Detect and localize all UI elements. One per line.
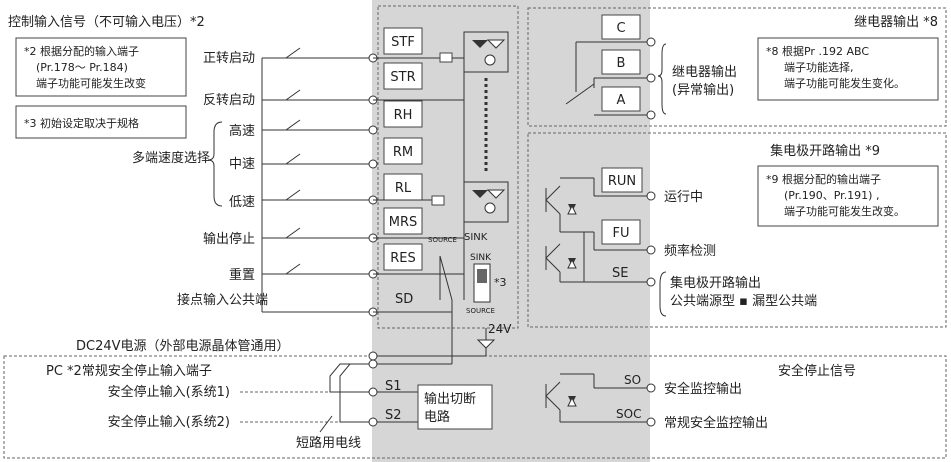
svg-text:RES: RES <box>390 251 416 266</box>
label-normal-monitor: 常规安全监控输出 <box>664 415 768 431</box>
label-mid: 中速 <box>229 157 255 172</box>
terminal-rh: RH <box>383 100 423 128</box>
svg-text:RUN: RUN <box>608 174 636 189</box>
svg-text:端子功能可能发生改变: 端子功能可能发生改变 <box>36 76 146 90</box>
terminal-sd: SD <box>395 292 413 307</box>
svg-text:RH: RH <box>394 108 413 123</box>
label-output-stop: 输出停止 <box>203 231 255 247</box>
sink-top-label: SINK <box>470 253 492 263</box>
dc24v-label: DC24V电源（外部电源晶体管通用） <box>76 339 290 354</box>
terminal-fu: FU <box>601 219 641 245</box>
svg-text:RL: RL <box>395 181 412 196</box>
control-input-title: 控制输入信号（不可输入电压）*2 <box>8 14 205 30</box>
svg-text:*8 根据Pr .192 ABC: *8 根据Pr .192 ABC <box>766 44 869 58</box>
terminal-a: A <box>601 86 641 112</box>
note-8: *8 根据Pr .192 ABC 端子功能选择, 端子功能可能发生变化。 <box>757 37 939 101</box>
relay-output-region <box>527 7 947 127</box>
svg-text:STF: STF <box>391 35 415 50</box>
note-9: *9 根据分配的输出端子 (Pr.190、Pr.191) , 端子功能可能发生改… <box>757 165 939 227</box>
safety-wiring <box>240 352 453 433</box>
terminal-s1: S1 <box>385 379 402 394</box>
input-circuit-region <box>377 5 519 329</box>
svg-text:端子功能可能发生改变。: 端子功能可能发生改变。 <box>784 204 905 218</box>
short-wire-label: 短路用电线 <box>296 435 361 451</box>
switch-note: *3 <box>494 276 507 289</box>
svg-text:(Pr.190、Pr.191) ,: (Pr.190、Pr.191) , <box>784 189 879 202</box>
svg-text:输出切断: 输出切断 <box>424 391 476 407</box>
svg-text:C: C <box>616 21 625 36</box>
terminal-mrs: MRS <box>383 207 423 235</box>
sink-label: SINK <box>464 232 488 243</box>
label-oc-2: 公共端源型 ▪ 漏型公共端 <box>670 293 817 309</box>
label-contact-common: 接点输入公共端 <box>177 292 268 308</box>
input-switch-wires <box>261 47 372 313</box>
svg-text:MRS: MRS <box>389 215 418 230</box>
svg-text:(Pr.178～ Pr.184): (Pr.178～ Pr.184) <box>36 61 128 74</box>
terminal-b: B <box>601 49 641 75</box>
source-label: SOURCE <box>428 236 457 244</box>
relay-label-2: (异常输出) <box>672 82 734 98</box>
terminal-stf: STF <box>383 27 423 55</box>
note-2: *2 根据分配的输入端子 (Pr.178～ Pr.184) 端子功能可能发生改变 <box>15 37 187 97</box>
svg-text:端子功能选择,: 端子功能选择, <box>784 60 854 74</box>
safety-signal-label: 安全停止信号 <box>778 363 856 379</box>
svg-text:STR: STR <box>390 70 415 85</box>
relay-label-1: 继电器输出 <box>672 64 737 80</box>
output-cutoff-circuit-box: 输出切断 电路 <box>417 384 493 430</box>
safety-monitor-transistor <box>545 373 656 427</box>
label-oc-1: 集电极开路输出 <box>670 275 761 291</box>
multi-speed-brace <box>207 121 223 207</box>
label-high: 高速 <box>229 123 255 139</box>
terminal-se: SE <box>612 266 628 281</box>
label-sys1: 安全停止输入(系统1) <box>108 384 230 400</box>
svg-text:电路: 电路 <box>424 409 450 425</box>
terminal-str: STR <box>383 62 423 90</box>
terminal-soc: SOC <box>616 407 641 421</box>
svg-text:端子功能可能发生变化。: 端子功能可能发生变化。 <box>784 76 905 90</box>
terminal-so: SO <box>624 373 641 387</box>
label-running: 运行中 <box>664 190 703 205</box>
label-reverse: 反转启动 <box>203 93 255 108</box>
note-3: *3 初始设定取决于规格 <box>15 105 187 139</box>
pc-label: PC *2常规安全停止输入端子 <box>46 363 212 379</box>
label-reset: 重置 <box>229 267 255 283</box>
terminal-run: RUN <box>601 167 643 193</box>
terminal-c: C <box>601 14 641 40</box>
source-sink-switch[interactable] <box>473 263 491 303</box>
terminal-rm: RM <box>383 137 423 165</box>
svg-text:*9 根据分配的输出端子: *9 根据分配的输出端子 <box>766 172 881 186</box>
terminal-s2: S2 <box>385 408 402 423</box>
relay-contacts <box>565 37 667 120</box>
open-collector-transistors <box>545 177 667 317</box>
v24-label: 24V <box>488 322 512 336</box>
open-collector-region <box>527 132 947 328</box>
label-multi-speed: 多端速度选择 <box>132 150 210 166</box>
dc24v-terminal <box>368 351 378 361</box>
svg-text:FU: FU <box>613 226 630 241</box>
label-sys2: 安全停止输入(系统2) <box>108 414 230 430</box>
svg-text:RM: RM <box>393 145 413 160</box>
label-monitor: 安全监控输出 <box>664 381 742 397</box>
svg-text:A: A <box>617 93 626 108</box>
source-bottom-label: SOURCE <box>466 307 495 315</box>
relay-output-title: 继电器输出 *8 <box>854 14 938 30</box>
label-low: 低速 <box>229 195 255 210</box>
input-optocoupler-circuit <box>373 31 509 356</box>
open-collector-title: 集电极开路输出 *9 <box>770 143 880 159</box>
terminal-rl: RL <box>383 173 423 201</box>
svg-text:B: B <box>617 56 626 71</box>
label-freq-detect: 频率检测 <box>664 243 716 259</box>
label-forward: 正转启动 <box>203 51 255 66</box>
svg-text:*3 初始设定取决于规格: *3 初始设定取决于规格 <box>24 116 139 130</box>
svg-text:*2 根据分配的输入端子: *2 根据分配的输入端子 <box>24 44 139 58</box>
terminal-res: RES <box>383 243 423 271</box>
